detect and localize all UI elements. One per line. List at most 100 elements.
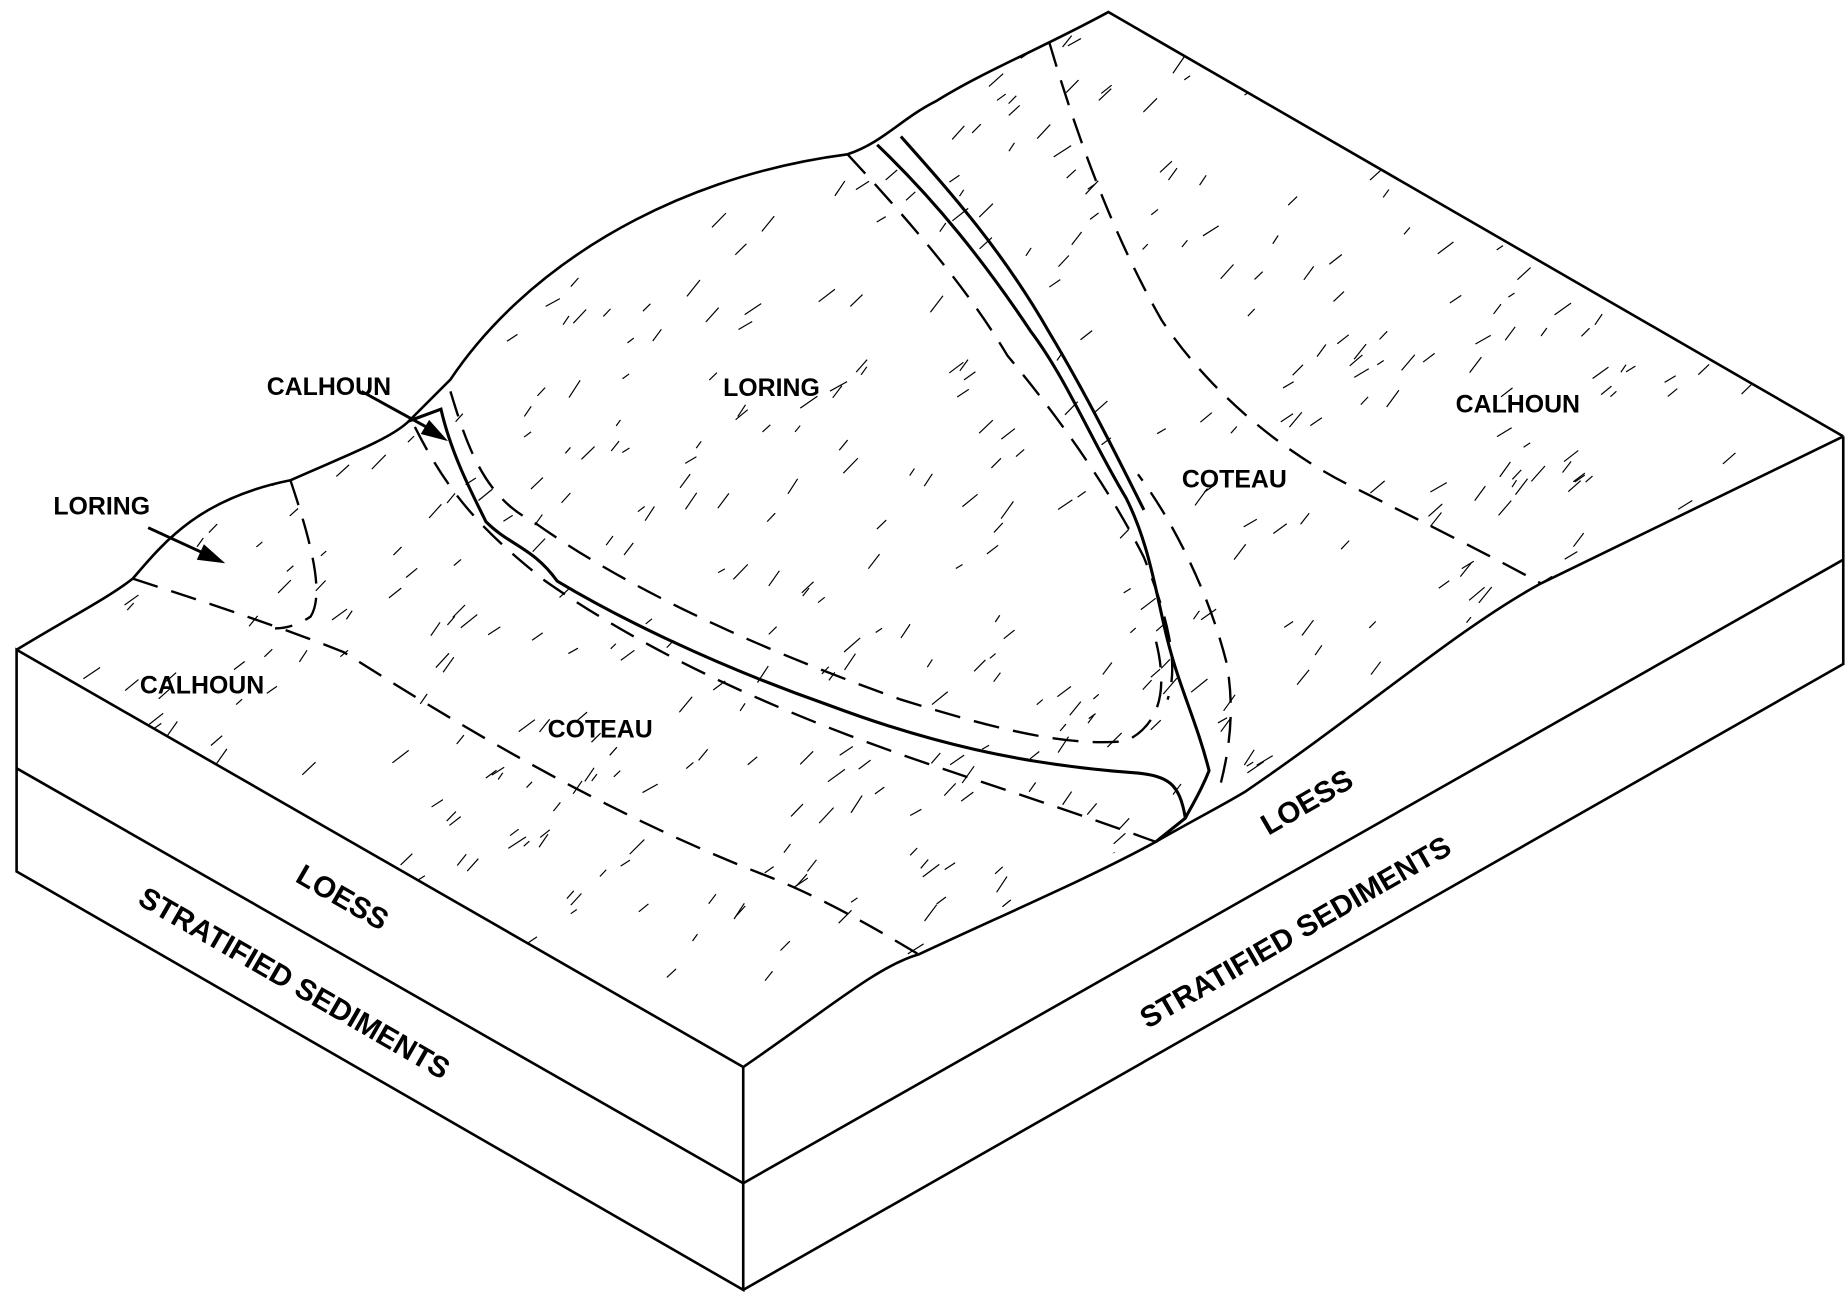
hachure-mark bbox=[1102, 876, 1109, 883]
hachure-mark bbox=[434, 996, 441, 1004]
hachure-mark bbox=[662, 1051, 675, 1062]
hachure-mark bbox=[1235, 841, 1253, 854]
hachure-mark bbox=[92, 465, 101, 476]
hachure-mark bbox=[900, 38, 910, 50]
hachure-mark bbox=[1162, 677, 1178, 695]
hachure-mark bbox=[430, 622, 441, 637]
hachure-mark bbox=[1511, 479, 1518, 488]
hachure-mark bbox=[1585, 840, 1598, 852]
hachure-mark bbox=[1576, 680, 1585, 688]
hachure-mark bbox=[236, 207, 254, 220]
hachure-mark bbox=[1772, 360, 1781, 369]
hachure-mark bbox=[1615, 830, 1628, 840]
hachure-mark bbox=[990, 457, 1002, 469]
hachure-mark bbox=[1642, 684, 1651, 693]
hachure-mark bbox=[1514, 175, 1529, 185]
hachure-mark bbox=[359, 96, 378, 109]
hachure-mark bbox=[1362, 73, 1376, 84]
hachure-mark bbox=[491, 766, 505, 776]
hachure-mark bbox=[979, 237, 993, 250]
hachure-mark bbox=[483, 194, 494, 210]
hachure-mark bbox=[595, 1013, 604, 1023]
hachure-mark bbox=[423, 88, 433, 102]
hachure-mark bbox=[644, 506, 655, 522]
hachure-mark bbox=[1724, 64, 1738, 73]
hachure-mark bbox=[507, 836, 527, 849]
hachure-mark bbox=[757, 104, 767, 112]
hachure-mark bbox=[989, 653, 996, 659]
hachure-mark bbox=[930, 752, 941, 764]
hachure-mark bbox=[105, 236, 118, 252]
hachure-mark bbox=[331, 608, 348, 621]
hachure-mark bbox=[1066, 169, 1077, 179]
label-calhoun-right: CALHOUN bbox=[1456, 391, 1580, 419]
hachure-mark bbox=[738, 320, 753, 330]
hachure-mark bbox=[297, 442, 308, 456]
hachure-mark bbox=[1302, 984, 1322, 996]
hachure-mark bbox=[419, 909, 436, 922]
hachure-mark bbox=[385, 151, 394, 159]
hachure-mark bbox=[36, 334, 44, 342]
hachure-mark bbox=[1376, 359, 1385, 366]
label-loring-arrow: LORING bbox=[53, 493, 150, 521]
hachure-mark bbox=[610, 440, 620, 452]
hachure-mark bbox=[1246, 761, 1254, 767]
hachure-mark bbox=[1523, 442, 1531, 448]
hachure-mark bbox=[1754, 224, 1766, 238]
hachure-mark bbox=[1571, 672, 1586, 688]
hachure-mark bbox=[1150, 719, 1162, 731]
hachure-mark bbox=[1202, 225, 1220, 237]
hachure-mark bbox=[613, 770, 621, 778]
hachure-mark bbox=[1650, 183, 1657, 192]
hachure-mark bbox=[568, 647, 579, 655]
hachure-mark bbox=[1638, 67, 1648, 77]
hachure-mark bbox=[1681, 831, 1692, 840]
hachure-mark bbox=[733, 903, 745, 920]
hachure-mark bbox=[77, 881, 85, 892]
hachure-mark bbox=[1595, 26, 1602, 34]
hachure-mark bbox=[768, 570, 780, 587]
hachure-mark bbox=[1625, 365, 1636, 373]
label-coteau-left: COTEAU bbox=[548, 715, 653, 743]
hachure-mark bbox=[860, 366, 868, 376]
hachure-mark bbox=[146, 961, 154, 970]
label-loring-upper: LORING bbox=[723, 374, 820, 402]
hachure-mark bbox=[545, 1018, 558, 1033]
hachure-mark bbox=[70, 282, 85, 299]
hachure-mark bbox=[1100, 84, 1113, 94]
hachure-mark bbox=[1676, 89, 1688, 104]
hachure-mark bbox=[1814, 610, 1828, 626]
hachure-mark bbox=[981, 744, 990, 750]
hachure-mark bbox=[450, 272, 457, 280]
hachure-mark bbox=[1827, 282, 1840, 299]
hachure-mark bbox=[121, 726, 132, 733]
hachure-mark bbox=[1564, 551, 1578, 560]
hachure-mark bbox=[1028, 782, 1037, 793]
hachure-mark bbox=[1602, 876, 1613, 890]
hachure-mark bbox=[844, 653, 856, 671]
hachure-mark bbox=[1249, 985, 1257, 992]
hachure-mark bbox=[790, 803, 804, 817]
hachure-mark bbox=[1088, 713, 1096, 720]
hachure-mark bbox=[1008, 105, 1021, 116]
hachure-mark bbox=[1415, 775, 1430, 792]
hachure-mark bbox=[407, 435, 415, 443]
hachure-mark bbox=[1386, 389, 1400, 408]
hachure-mark bbox=[149, 53, 160, 62]
hachure-mark bbox=[1749, 601, 1757, 609]
hachure-mark bbox=[1365, 94, 1374, 103]
hachure-mark bbox=[876, 216, 887, 223]
hachure-mark bbox=[1718, 1052, 1728, 1063]
front-right-profile bbox=[742, 435, 1844, 1069]
hachure-mark bbox=[1036, 124, 1051, 139]
hachure-mark bbox=[1757, 143, 1769, 156]
hachure-mark bbox=[83, 666, 101, 680]
hachure-mark bbox=[236, 55, 245, 65]
hachure-mark bbox=[449, 816, 462, 826]
hachure-mark bbox=[1545, 140, 1561, 155]
hachure-mark bbox=[1280, 413, 1294, 423]
label-stratified-left: STRATIFIED SEDIMENTS bbox=[133, 881, 455, 1086]
hachure-mark bbox=[737, 404, 747, 417]
hachure-mark bbox=[1542, 967, 1554, 979]
hachure-mark bbox=[855, 359, 868, 373]
